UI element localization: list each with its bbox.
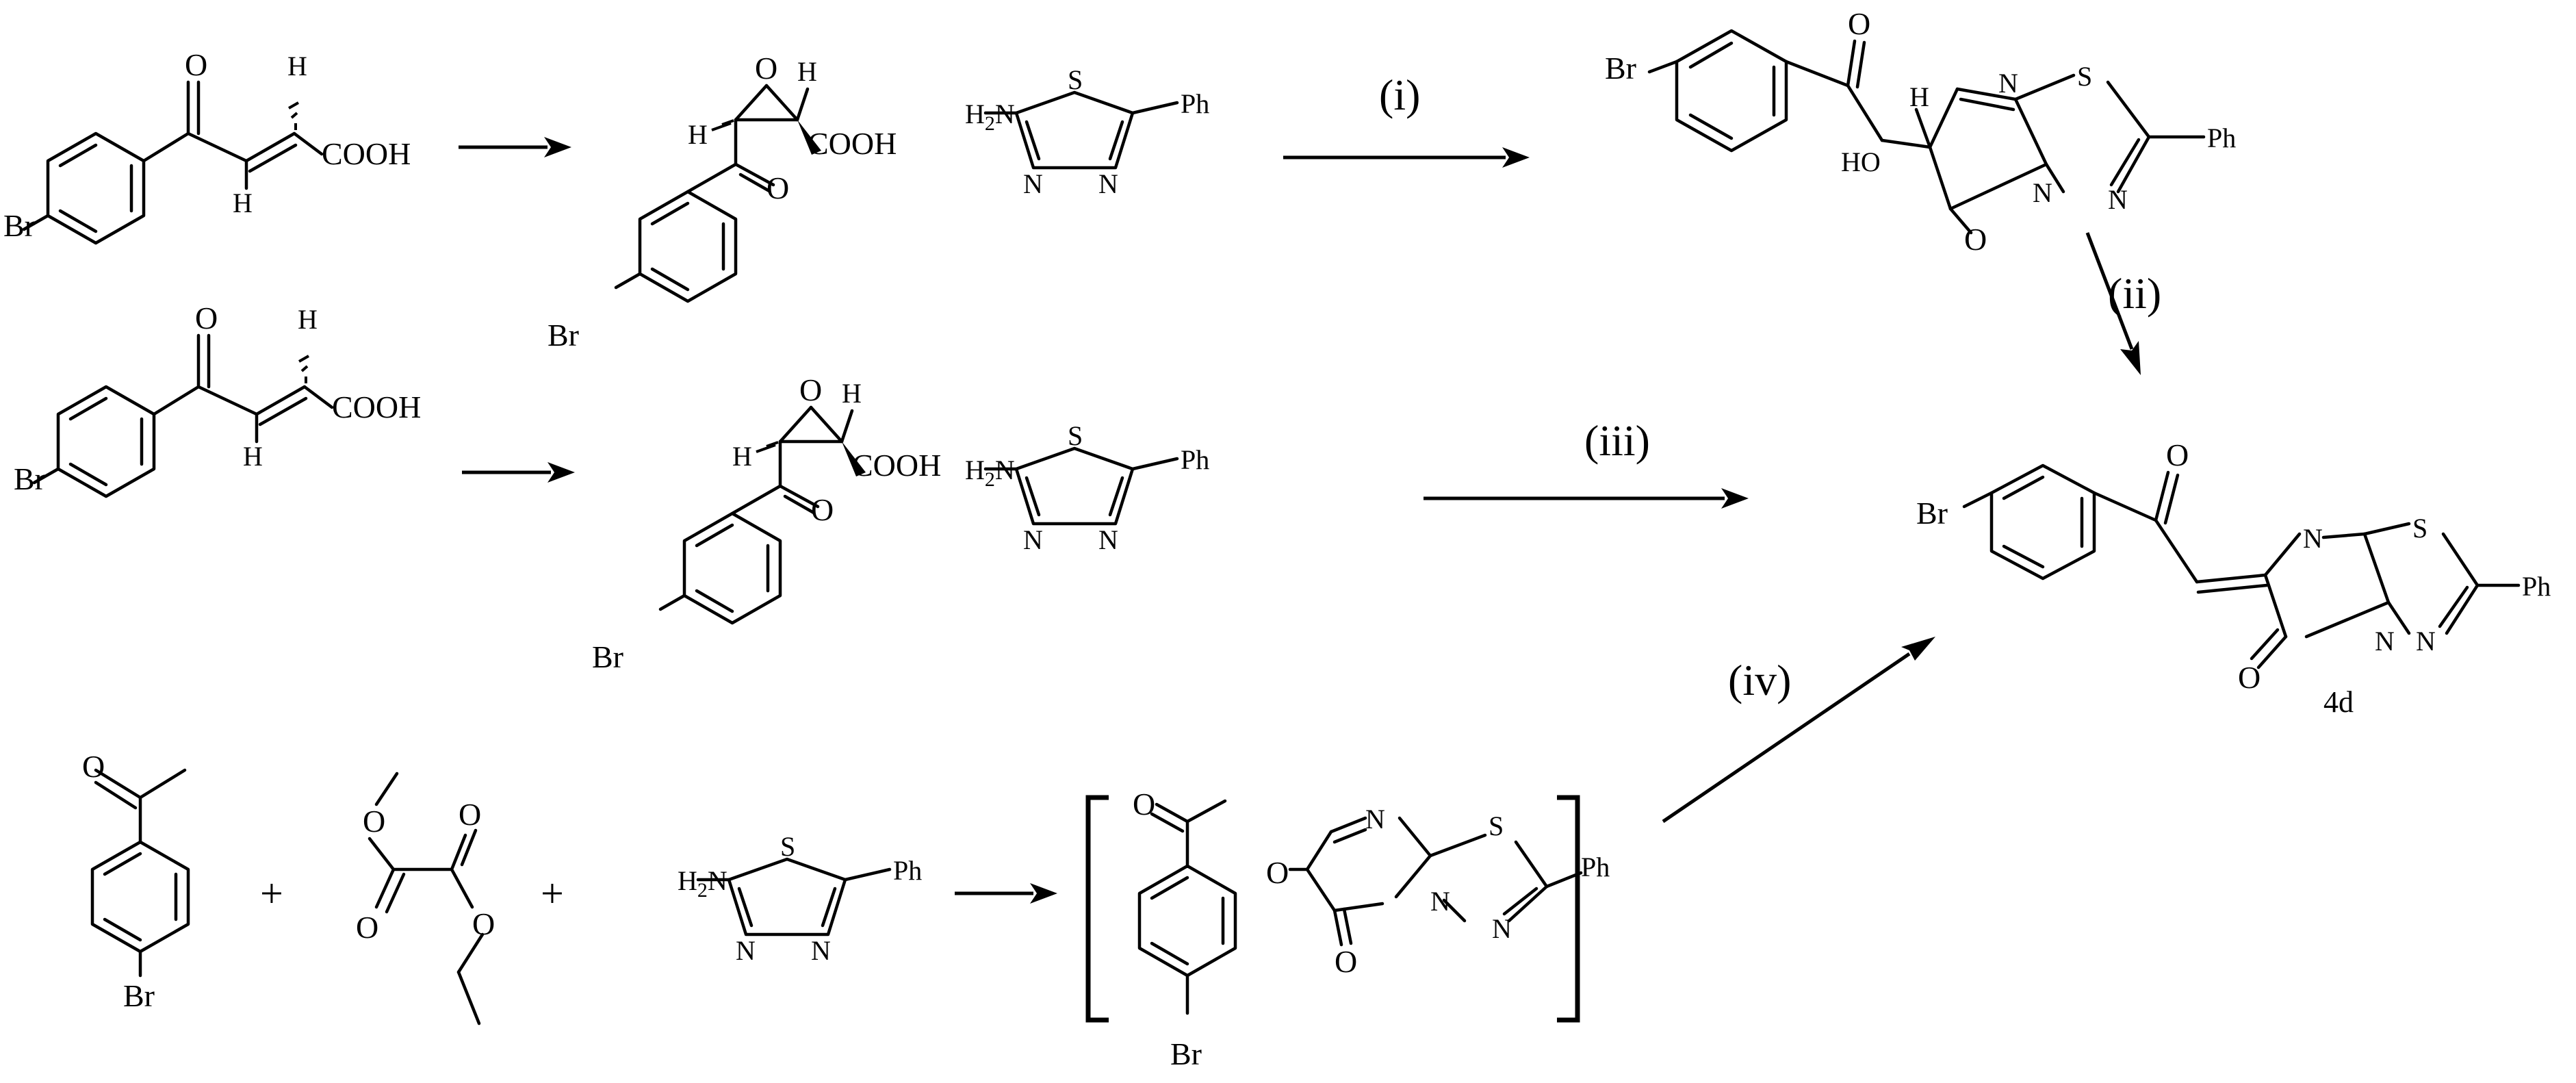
oxalate-o-ester-top: O: [363, 804, 385, 839]
4d-br: Br: [1916, 496, 1948, 531]
acetophenone-br: Br: [123, 978, 155, 1013]
row2-h-bottom: H: [243, 441, 263, 472]
row3-aminothiadiazole: H2N S N N Ph: [678, 831, 922, 966]
row3-amine-h: H2N: [678, 865, 727, 902]
row2-ketone-o: O: [811, 492, 834, 527]
hydroxy-adduct: Br O H HO N S N N Ph O: [1605, 6, 2236, 257]
step-iii-label: (iii): [1584, 416, 1650, 465]
adduct-s: S: [2077, 61, 2092, 92]
row1-epoxide-h-left: H: [688, 119, 708, 150]
compound-label-4d: 4d: [2323, 685, 2354, 719]
row1-carbonyl-o: O: [185, 47, 207, 82]
diethyl-oxalate: O O O O: [356, 772, 495, 1025]
bromoacetophenone: O Br: [82, 749, 190, 1013]
row1-arrow-1: [459, 137, 571, 157]
row1-thiadiazole-n2: N: [1098, 168, 1118, 199]
row1-cooh: COOH: [322, 136, 411, 171]
row3-arrow: [955, 883, 1057, 904]
row1-thiadiazole-n1: N: [1023, 168, 1043, 199]
oxalate-o-ester-bottom: O: [472, 906, 495, 941]
row1-thiadiazole-s: S: [1068, 64, 1083, 95]
row2-thiadiazole-s: S: [1068, 420, 1083, 451]
intermediate-n-imine: N: [1365, 804, 1385, 834]
intermediate-s: S: [1489, 811, 1504, 841]
intermediate-acetyl-o: O: [1133, 787, 1155, 821]
4d-s: S: [2412, 513, 2427, 544]
row1-thiadiazole-ph: Ph: [1181, 88, 1209, 119]
adduct-br: Br: [1605, 51, 1636, 86]
adduct-ph: Ph: [2207, 123, 2236, 153]
step-iv-label: (iv): [1728, 656, 1791, 704]
left-bracket: [1085, 795, 1109, 1023]
intermediate-o-upper: O: [1266, 855, 1289, 890]
row1-epoxy-acid: O H H COOH O Br: [548, 51, 897, 353]
intermediate-n-ring: N: [1492, 913, 1512, 944]
intermediate-n-bridge: N: [1430, 886, 1450, 917]
row2-epoxy-acid: O H H COOH O Br: [592, 372, 941, 674]
arrow-step-i: (i): [1283, 71, 1530, 168]
oxalate-o-carbonyl-top: O: [459, 797, 481, 832]
acetophenone-o: O: [82, 749, 105, 784]
adduct-n-imine: N: [1998, 68, 2018, 99]
row1-epoxy-br: Br: [548, 318, 579, 353]
adduct-lactam-o: O: [1964, 222, 1987, 257]
compound-4d: Br O N S N N Ph O 4d: [1916, 437, 2551, 719]
step-ii-label: (ii): [2108, 269, 2161, 318]
row2-arrow-1: [462, 462, 575, 483]
4d-lactam-o: O: [2238, 660, 2261, 695]
plus-sign-1: +: [260, 871, 283, 916]
4d-ph: Ph: [2522, 571, 2551, 602]
row3-thiadiazole-s: S: [780, 831, 795, 862]
intermediate-o-lower: O: [1335, 944, 1357, 979]
row2-br-label: Br: [14, 461, 45, 496]
bracketed-intermediate: O Br O O N S N N Ph: [1085, 787, 1610, 1071]
intermediate-br: Br: [1170, 1036, 1202, 1071]
row2-epoxide-cooh: COOH: [852, 448, 941, 483]
intermediate-ph: Ph: [1581, 852, 1610, 882]
4d-n-imine: N: [2303, 523, 2323, 554]
arrow-step-iii: (iii): [1424, 416, 1749, 509]
row2-amine-h: H2N: [965, 455, 1015, 491]
oxalate-o-carbonyl-bottom: O: [356, 910, 378, 945]
row2-thiadiazole-ph: Ph: [1181, 444, 1209, 475]
4d-n-ring: N: [2416, 626, 2436, 657]
row2-cooh: COOH: [332, 390, 421, 424]
adduct-h: H: [1909, 81, 1929, 112]
row1-h-top: H: [287, 51, 307, 81]
row1-epoxide-cooh: COOH: [808, 126, 897, 161]
4d-ketone-o: O: [2166, 437, 2189, 472]
adduct-n-ring: N: [2108, 184, 2128, 215]
arrow-step-ii: (ii): [2085, 232, 2161, 375]
row2-epoxy-br: Br: [592, 639, 623, 674]
row2-thiadiazole-n2: N: [1098, 524, 1118, 555]
row1-amine-h: H2N: [965, 99, 1015, 135]
row1-br-label: Br: [3, 208, 35, 243]
row1-h-bottom: H: [233, 188, 253, 218]
row1-epoxide-o: O: [755, 51, 777, 86]
row2-h-top: H: [298, 304, 318, 335]
row1-aminothiadiazole: H2N S N N Ph: [965, 64, 1209, 199]
row3-thiadiazole-ph: Ph: [893, 855, 922, 886]
adduct-ho: HO: [1841, 146, 1881, 177]
row2-thiadiazole-n1: N: [1023, 524, 1043, 555]
plus-sign-2: +: [541, 871, 564, 916]
arrow-step-iv: (iv): [1662, 637, 1935, 824]
row2-epoxide-h-right: H: [842, 378, 862, 409]
row3-thiadiazole-n2: N: [811, 935, 831, 966]
step-i-label: (i): [1379, 71, 1420, 119]
row2-enone-acid: Br O H H COOH: [14, 301, 421, 496]
4d-n-bridge: N: [2375, 626, 2395, 657]
right-bracket: [1557, 795, 1580, 1023]
row2-aminothiadiazole: H2N S N N Ph: [965, 420, 1209, 555]
row1-epoxide-h-right: H: [797, 56, 817, 87]
row1-enone-acid: Br O H H COOH: [3, 47, 411, 243]
adduct-n-bridge: N: [2033, 177, 2052, 208]
row3-thiadiazole-n1: N: [736, 935, 756, 966]
row2-carbonyl-o: O: [195, 301, 218, 335]
row2-epoxide-h-left: H: [732, 441, 752, 472]
row1-ketone-o: O: [767, 170, 789, 205]
row2-epoxide-o: O: [799, 372, 822, 407]
adduct-ketone-o: O: [1848, 6, 1870, 41]
